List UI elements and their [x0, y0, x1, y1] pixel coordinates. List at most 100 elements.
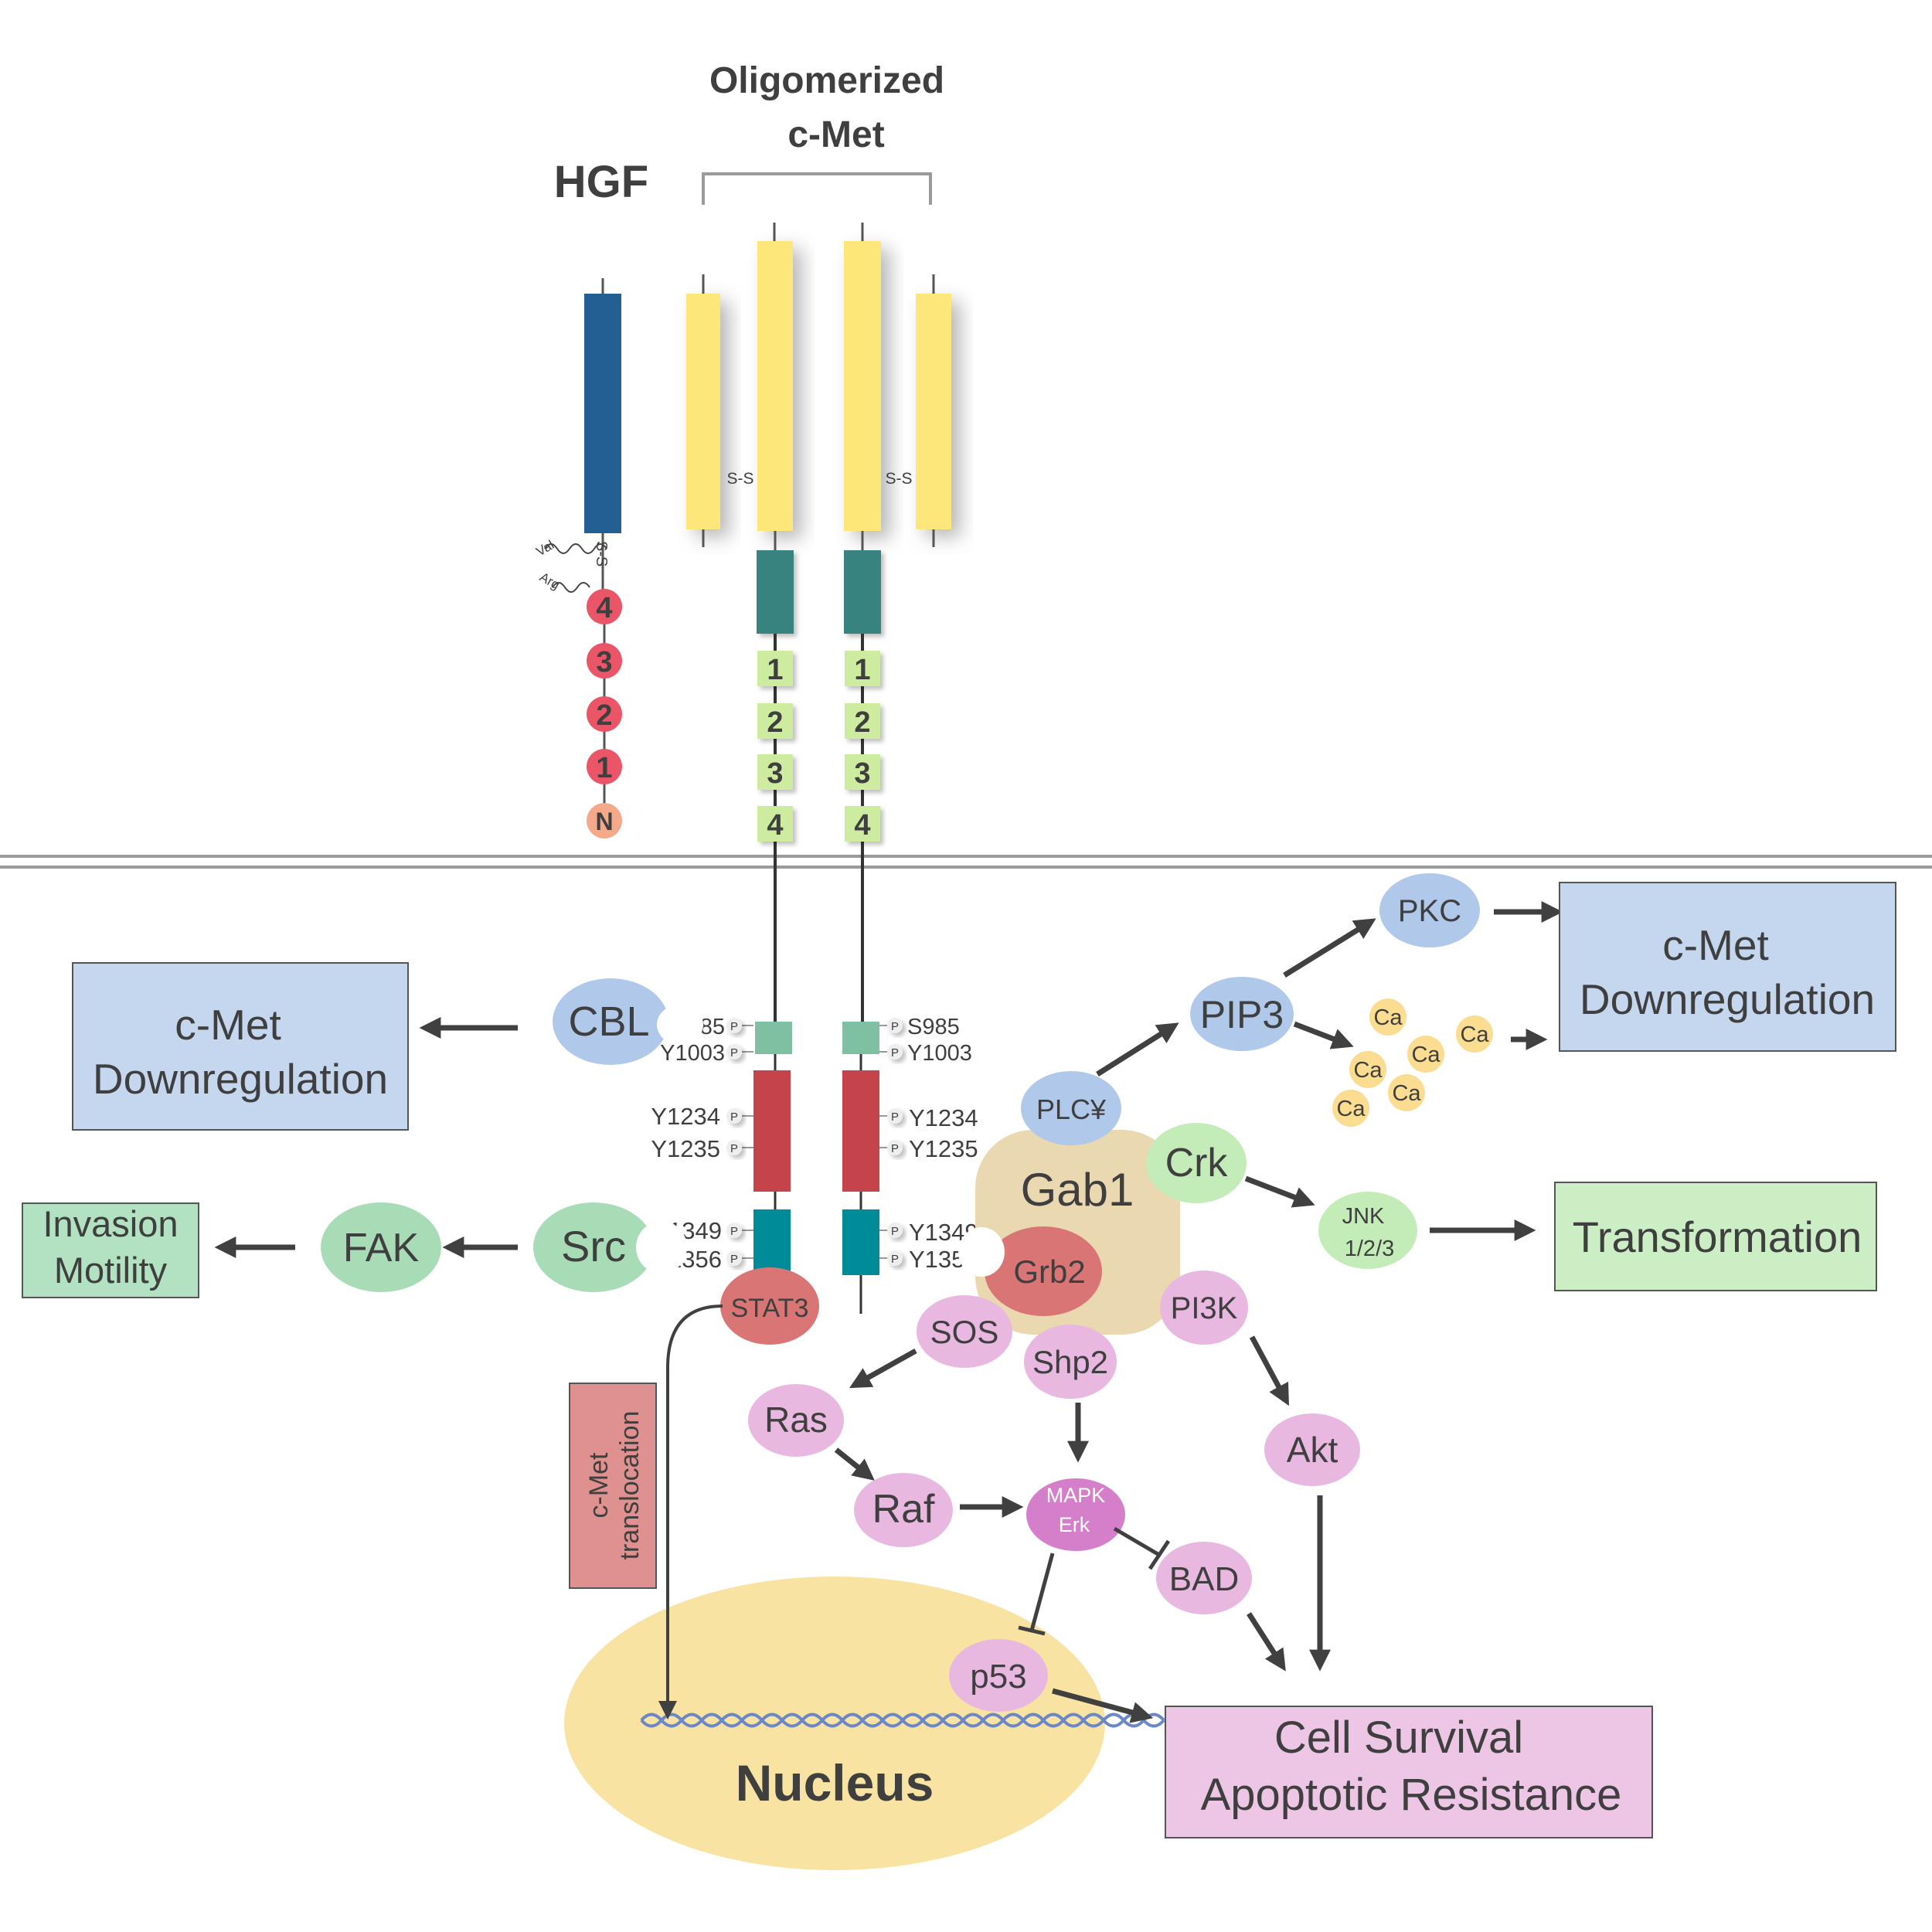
svg-text:P: P: [730, 1253, 738, 1266]
cmet-beta-chain-left: [757, 241, 793, 531]
cmet-ctail-left: [753, 1209, 791, 1275]
transformation-box: Transformation: [1554, 1182, 1877, 1291]
mapk-erk-node: MAPK Erk: [1026, 1478, 1125, 1551]
nucleus: Nucleus: [564, 1577, 1165, 1870]
cmet-ipt-2-right: 2: [845, 703, 880, 739]
svg-text:PKC: PKC: [1398, 894, 1461, 928]
svg-text:PIP3: PIP3: [1200, 993, 1284, 1036]
svg-text:1: 1: [854, 654, 870, 686]
svg-text:PI3K: PI3K: [1171, 1291, 1238, 1325]
hgf-n-domain: N: [587, 803, 622, 838]
ca-ion-1: Ca: [1369, 998, 1406, 1036]
site-y1003-right: Y1003: [907, 1041, 972, 1066]
svg-text:1: 1: [767, 654, 783, 686]
cmet-receptor-right: S-S 1 2 3 4: [842, 223, 951, 1314]
p-badge-y1349-left: P: [726, 1223, 742, 1238]
phospho-sites-right: P P P P P P S985 Y1003 Y1234 Y1235 Y1349…: [879, 1015, 978, 1273]
cmet-disulfide-left: S-S: [726, 470, 753, 488]
p-badge-y1003-right: P: [887, 1044, 903, 1060]
svg-text:Raf: Raf: [872, 1487, 935, 1532]
hgf-kringle-1: 1: [587, 749, 622, 784]
cmet-receptor-left: S-S 1 2 3 4: [686, 223, 794, 1314]
arrow-sos-ras: [849, 1348, 917, 1389]
arrow-ras-raf: [834, 1447, 875, 1481]
phospho-sites-left: P P P P P P S985 Y1003 Y1234 Y1235 Y1349…: [651, 1015, 753, 1273]
svg-text:2: 2: [854, 706, 870, 739]
svg-text:1: 1: [596, 752, 612, 784]
p-badge-y1003-left: P: [726, 1044, 742, 1060]
site-y1234-left: Y1234: [651, 1103, 720, 1130]
svg-text:Ca: Ca: [1392, 1081, 1421, 1106]
fak-node: FAK: [321, 1202, 441, 1292]
svg-text:4: 4: [596, 592, 612, 624]
svg-text:CBL: CBL: [568, 998, 649, 1045]
site-y1003-left: Y1003: [660, 1041, 725, 1066]
raf-node: Raf: [854, 1473, 953, 1547]
p-badge-s985-left: P: [726, 1018, 742, 1033]
svg-text:translocation: translocation: [615, 1411, 645, 1560]
svg-text:Motility: Motility: [54, 1250, 168, 1291]
svg-text:BAD: BAD: [1169, 1560, 1239, 1598]
site-y1234-right: Y1234: [909, 1104, 978, 1131]
dna-helix-strand-2: [640, 1713, 1165, 1728]
svg-text:Transformation: Transformation: [1573, 1213, 1862, 1261]
svg-text:P: P: [730, 1046, 738, 1060]
cmet-kinase-domain-left: [753, 1070, 791, 1192]
invasion-box: Invasion Motility: [22, 1202, 199, 1298]
svg-text:2: 2: [767, 706, 783, 739]
arrow-plc-pip3: [1096, 1022, 1179, 1077]
ca-ion-4: Ca: [1349, 1051, 1386, 1088]
nucleus-label: Nucleus: [736, 1754, 934, 1811]
svg-text:1/2/3: 1/2/3: [1345, 1236, 1395, 1261]
svg-text:p53: p53: [970, 1658, 1026, 1696]
ca-ion-2: Ca: [1456, 1015, 1493, 1053]
svg-text:P: P: [730, 1225, 738, 1238]
svg-text:Invasion: Invasion: [43, 1203, 178, 1244]
cmet-ipt-4-right: 4: [845, 806, 880, 842]
ca-ion-6: Ca: [1332, 1090, 1369, 1127]
pkc-node: PKC: [1379, 873, 1480, 947]
svg-text:Grb2: Grb2: [1013, 1253, 1085, 1290]
svg-text:Apoptotic Resistance: Apoptotic Resistance: [1201, 1770, 1622, 1820]
hgf-ligand: S-S Val Arg 4 3 2 1 N: [534, 278, 622, 838]
svg-text:c-Met: c-Met: [175, 1001, 281, 1049]
svg-text:Ca: Ca: [1411, 1043, 1440, 1067]
cmet-juxtamembrane-left: [755, 1022, 792, 1054]
cmet-juxtamembrane-right: [842, 1022, 879, 1054]
p-badge-y1356-right: P: [887, 1250, 903, 1266]
svg-text:Akt: Akt: [1287, 1430, 1338, 1470]
cmet-kinase-domain-right: [842, 1070, 879, 1192]
downreg-box-left: c-Met Downregulation: [72, 962, 409, 1131]
hgf-kringle-4: 4: [587, 589, 622, 624]
oligomer-bracket: [702, 172, 932, 205]
svg-text:Crk: Crk: [1165, 1141, 1229, 1185]
arg-linker: [552, 582, 590, 593]
svg-text:SOS: SOS: [930, 1314, 999, 1350]
inhibit-mapk-bad: [1113, 1526, 1171, 1570]
svg-text:P: P: [730, 1111, 738, 1124]
svg-text:4: 4: [767, 809, 783, 842]
cbl-node: CBL: [553, 978, 703, 1065]
ca-ion-3: Ca: [1407, 1036, 1444, 1073]
svg-text:Ca: Ca: [1460, 1022, 1489, 1047]
svg-text:Ras: Ras: [764, 1400, 828, 1440]
p53-node: p53: [949, 1639, 1048, 1712]
svg-text:Ca: Ca: [1353, 1058, 1383, 1083]
p-badge-s985-right: P: [887, 1018, 903, 1033]
cmet-ipt-1-right: 1: [845, 651, 880, 686]
cmet-beta-chain-right: [844, 241, 881, 531]
site-y1235-left: Y1235: [651, 1135, 720, 1162]
cmet-alpha-chain-right: [916, 294, 951, 529]
cmet-ipt-3-left: 3: [757, 754, 793, 790]
survival-box: Cell Survival Apoptotic Resistance: [1165, 1706, 1653, 1838]
hgf-beta-chain: [584, 294, 621, 533]
cmet-disulfide-right: S-S: [885, 470, 912, 488]
inhibit-mapk-p53: [1018, 1553, 1055, 1636]
arrow-pip3-pkc: [1283, 918, 1376, 978]
cmet-ipt-4-left: 4: [757, 806, 793, 842]
hgf-kringle-2: 2: [587, 696, 622, 732]
svg-text:4: 4: [854, 809, 870, 842]
cmet-teal-domain-right: [844, 550, 881, 634]
svg-text:STAT3: STAT3: [731, 1294, 809, 1323]
